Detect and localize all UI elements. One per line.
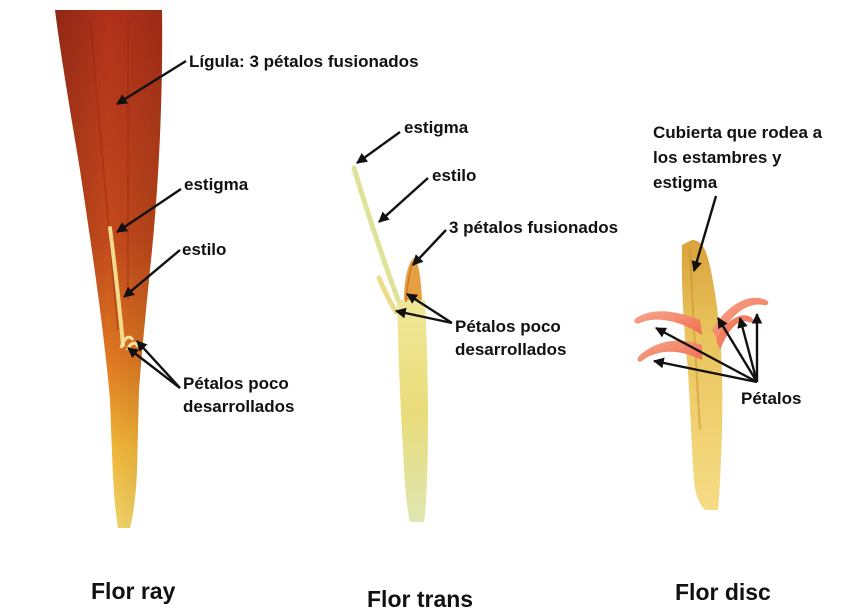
- trans-fused-label: 3 pétalos fusionados: [449, 217, 618, 238]
- ray-floret: [55, 10, 162, 528]
- trans-style-shape: [354, 168, 398, 300]
- disc-tube-shape: [682, 240, 723, 510]
- disc-floret: [634, 240, 768, 510]
- arrow-disc-petal-4: [740, 318, 757, 382]
- disc-cover-label-line2: los estambres y: [653, 147, 782, 168]
- arrow-trans-fused: [413, 230, 446, 265]
- arrow-ray-petal-b: [137, 341, 180, 388]
- ray-ligule-label: Lígula: 3 pétalos fusionados: [189, 51, 419, 72]
- arrow-trans-style: [379, 178, 428, 222]
- arrow-trans-stigma: [357, 132, 400, 163]
- trans-floret: [354, 168, 428, 522]
- disc-caption: Flor disc: [675, 578, 771, 606]
- ray-style-label: estilo: [182, 239, 226, 260]
- trans-caption: Flor trans: [367, 585, 473, 613]
- trans-stigma-label: estigma: [404, 117, 468, 138]
- ray-caption: Flor ray: [91, 577, 175, 605]
- disc-cover-label-line3: estigma: [653, 172, 717, 193]
- disc-cover-label-line1: Cubierta que rodea a: [653, 122, 822, 143]
- ray-petals-label-line2: desarrollados: [183, 396, 295, 417]
- ray-stigma-label: estigma: [184, 174, 248, 195]
- trans-petals-label-line2: desarrollados: [455, 339, 567, 360]
- trans-style-label: estilo: [432, 165, 476, 186]
- ray-petals-label-line1: Pétalos poco: [183, 373, 289, 394]
- disc-petals-label: Pétalos: [741, 388, 801, 409]
- trans-petals-label-line1: Pétalos poco: [455, 316, 561, 337]
- pointer-arrows: [117, 61, 757, 388]
- trans-tube-shape: [397, 300, 428, 522]
